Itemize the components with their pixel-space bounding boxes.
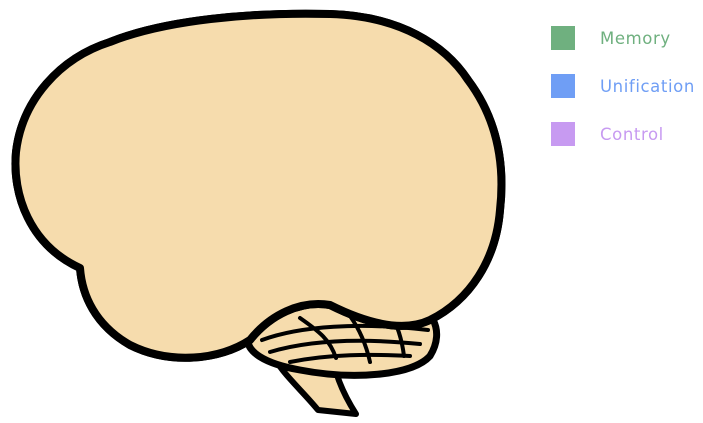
control-label: Control	[600, 125, 664, 144]
unification-label: Unification	[600, 77, 695, 96]
legend-item-memory: Memory	[551, 26, 695, 50]
legend-item-control: Control	[551, 122, 695, 146]
unification-swatch	[551, 74, 575, 98]
legend-item-unification: Unification	[551, 74, 695, 98]
control-swatch	[551, 122, 575, 146]
legend: Memory Unification Control	[551, 26, 695, 170]
memory-label: Memory	[600, 29, 671, 48]
memory-swatch	[551, 26, 575, 50]
